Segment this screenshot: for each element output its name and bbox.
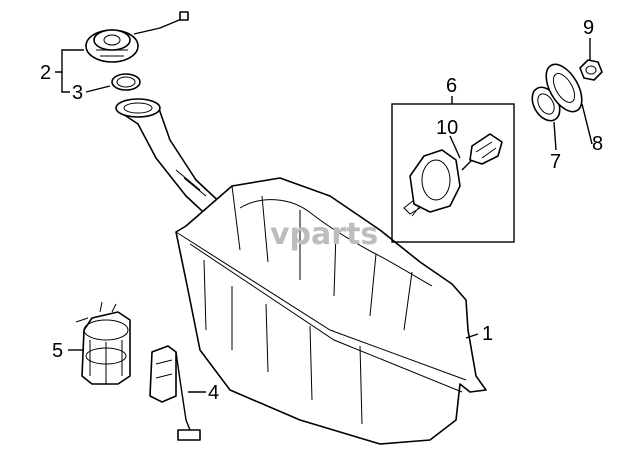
callout-9: 9 <box>583 17 594 39</box>
watermark-text: vparts <box>270 217 378 252</box>
callout-4: 4 <box>208 382 219 404</box>
seal-ring-8 <box>545 63 583 113</box>
leader-lines <box>55 38 593 393</box>
fuel-pump-part-10 <box>461 133 503 171</box>
sub-assembly-box <box>391 103 515 243</box>
callout-8: 8 <box>592 133 603 155</box>
fuel-tank <box>175 177 487 445</box>
callout-1: 1 <box>482 323 493 345</box>
fuel-pump-5 <box>75 301 131 385</box>
seal-ring <box>111 73 141 91</box>
callout-6: 6 <box>446 75 457 97</box>
fuel-sender-4 <box>149 345 201 441</box>
callout-3: 3 <box>72 82 83 104</box>
filler-neck <box>115 98 227 223</box>
callout-10: 10 <box>436 117 458 139</box>
callout-5: 5 <box>52 340 63 362</box>
callout-7: 7 <box>550 151 561 173</box>
fuel-pump-module-10 <box>403 149 461 217</box>
callout-2: 2 <box>40 62 51 84</box>
filler-cap-assembly <box>85 11 189 63</box>
lock-nut-9 <box>579 59 603 81</box>
